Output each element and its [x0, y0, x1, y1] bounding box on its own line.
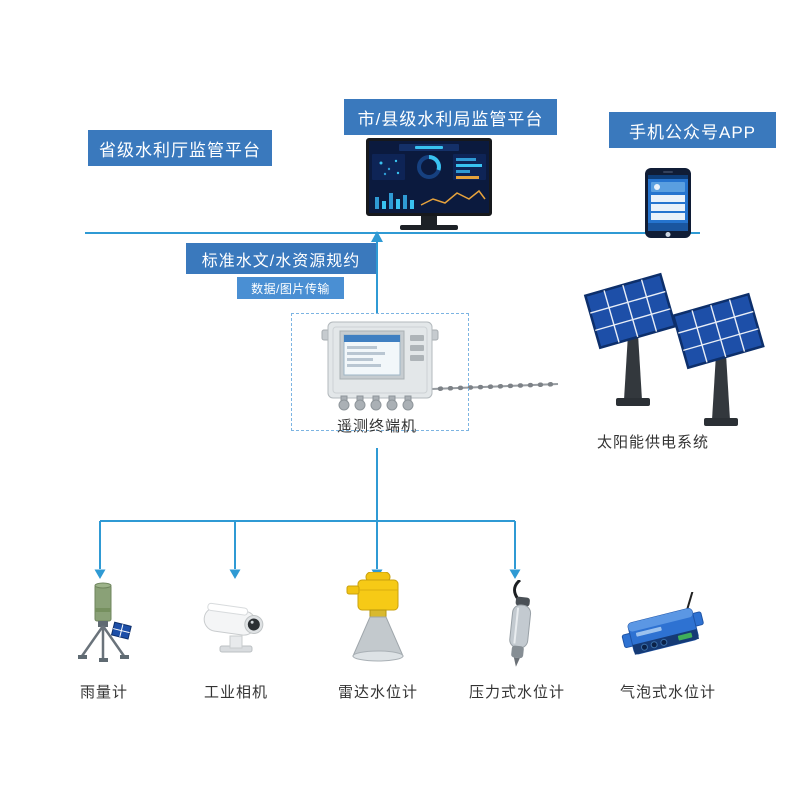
- rtu-device-graphic: [321, 321, 439, 411]
- drop-arrowhead-2: [229, 569, 241, 579]
- dashboard-screen-graphic: [369, 141, 489, 213]
- industrial-camera-graphic: [203, 602, 264, 653]
- pressure-level-gauge-graphic: [509, 578, 532, 667]
- city-county-platform-label: 市/县级水利局监管平台: [344, 99, 557, 135]
- bubble-level-gauge-graphic: [621, 587, 704, 655]
- protocol-label: 标准水文/水资源规约: [186, 243, 376, 274]
- rain-gauge-graphic: [78, 582, 132, 662]
- solar-power-system: [578, 272, 778, 445]
- monitor-stand-neck: [421, 216, 437, 225]
- industrial-camera-image: [198, 598, 274, 663]
- sensor-label-industrial-camera: 工业相机: [203, 684, 268, 701]
- rtu-dashed-frame: [291, 313, 469, 431]
- uplink-arrowhead: [371, 231, 383, 242]
- sensor-label-radar-gauge: 雷达水位计: [337, 684, 418, 701]
- solar-unit-right: [671, 292, 765, 426]
- solar-panels-graphic: [583, 272, 765, 426]
- monitor-stand-base: [400, 225, 458, 230]
- dashboard-monitor: [366, 138, 492, 230]
- radar-level-gauge-image: [339, 571, 417, 677]
- rtu-antenna: [431, 381, 559, 391]
- solar-system-label: 太阳能供电系统: [596, 434, 709, 451]
- sensor-label-rain-gauge: 雨量计: [79, 684, 128, 701]
- solar-unit-left: [583, 272, 677, 406]
- drop-arrowhead-4: [509, 569, 521, 579]
- mobile-app-label: 手机公众号APP: [609, 112, 776, 148]
- sensor-label-bubble-gauge: 气泡式水位计: [619, 684, 716, 701]
- transmission-label: 数据/图片传输: [237, 277, 344, 299]
- rain-gauge-image: [68, 582, 140, 671]
- provincial-platform-label: 省级水利厅监管平台: [88, 130, 272, 166]
- pressure-level-gauge-image: [494, 578, 540, 675]
- radar-level-gauge-graphic: [346, 571, 404, 662]
- drop-arrowhead-1: [94, 569, 106, 579]
- rtu-label: 遥测终端机: [336, 418, 417, 435]
- monitor-screen: [366, 138, 492, 216]
- sensor-label-pressure-gauge: 压力式水位计: [468, 684, 565, 701]
- rtu-device: [320, 320, 440, 417]
- smartphone: [645, 168, 691, 243]
- bubble-level-gauge-image: [620, 587, 716, 669]
- smartphone-graphic: [645, 168, 691, 238]
